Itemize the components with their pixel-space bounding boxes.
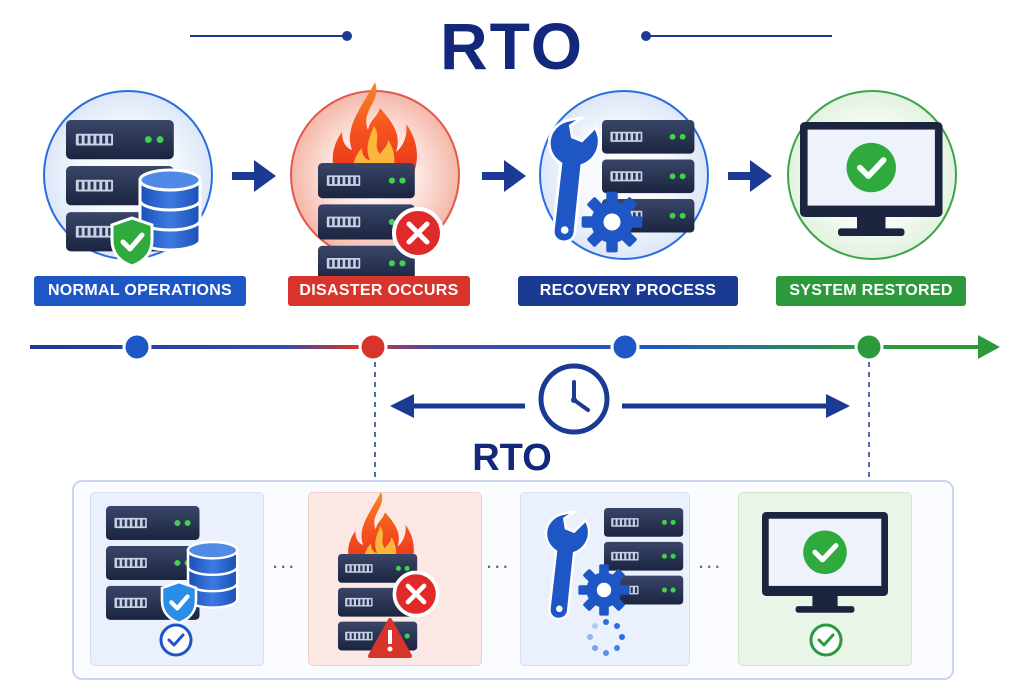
stage-label-recovery: RECOVERY PROCESS <box>518 276 738 306</box>
monitor-check-icon <box>762 512 888 613</box>
timeline <box>30 332 1000 478</box>
arrow-left-icon <box>390 394 414 418</box>
stage-label-disaster: DISASTER OCCURS <box>288 276 470 306</box>
stage-label-restored: SYSTEM RESTORED <box>776 276 966 306</box>
stage-normal-operations-circle <box>43 90 213 266</box>
clock-icon <box>538 363 610 435</box>
stage-label-normal: NORMAL OPERATIONS <box>34 276 246 306</box>
timeline-node-restored <box>854 332 884 362</box>
stage-disaster-circle <box>290 82 460 281</box>
stage-recovery-circle <box>539 90 709 260</box>
timeline-arrow-icon <box>978 335 1000 359</box>
timeline-node-disaster <box>358 332 388 362</box>
loading-spinner-icon <box>587 619 625 656</box>
separator-dots: ... <box>486 548 511 573</box>
stage-icons <box>43 82 957 281</box>
check-circle-icon <box>809 623 843 657</box>
rto-label: RTO <box>472 437 552 479</box>
arrow-right-icon <box>232 160 276 192</box>
check-circle-icon <box>159 623 193 657</box>
separator-dots: ... <box>272 548 297 573</box>
warning-triangle-icon <box>368 618 412 658</box>
timeline-node-recovery <box>610 332 640 362</box>
arrow-right-icon <box>728 160 772 192</box>
arrow-right-icon <box>482 160 526 192</box>
page-title: RTO <box>439 9 585 83</box>
stage-restored-circle <box>787 90 957 260</box>
title-decoration <box>190 31 832 41</box>
timeline-node-normal <box>122 332 152 362</box>
arrow-right-icon <box>826 394 850 418</box>
server-wrench-gear-icon <box>544 510 591 621</box>
card-icons <box>106 492 1024 658</box>
separator-dots: ... <box>698 548 723 573</box>
